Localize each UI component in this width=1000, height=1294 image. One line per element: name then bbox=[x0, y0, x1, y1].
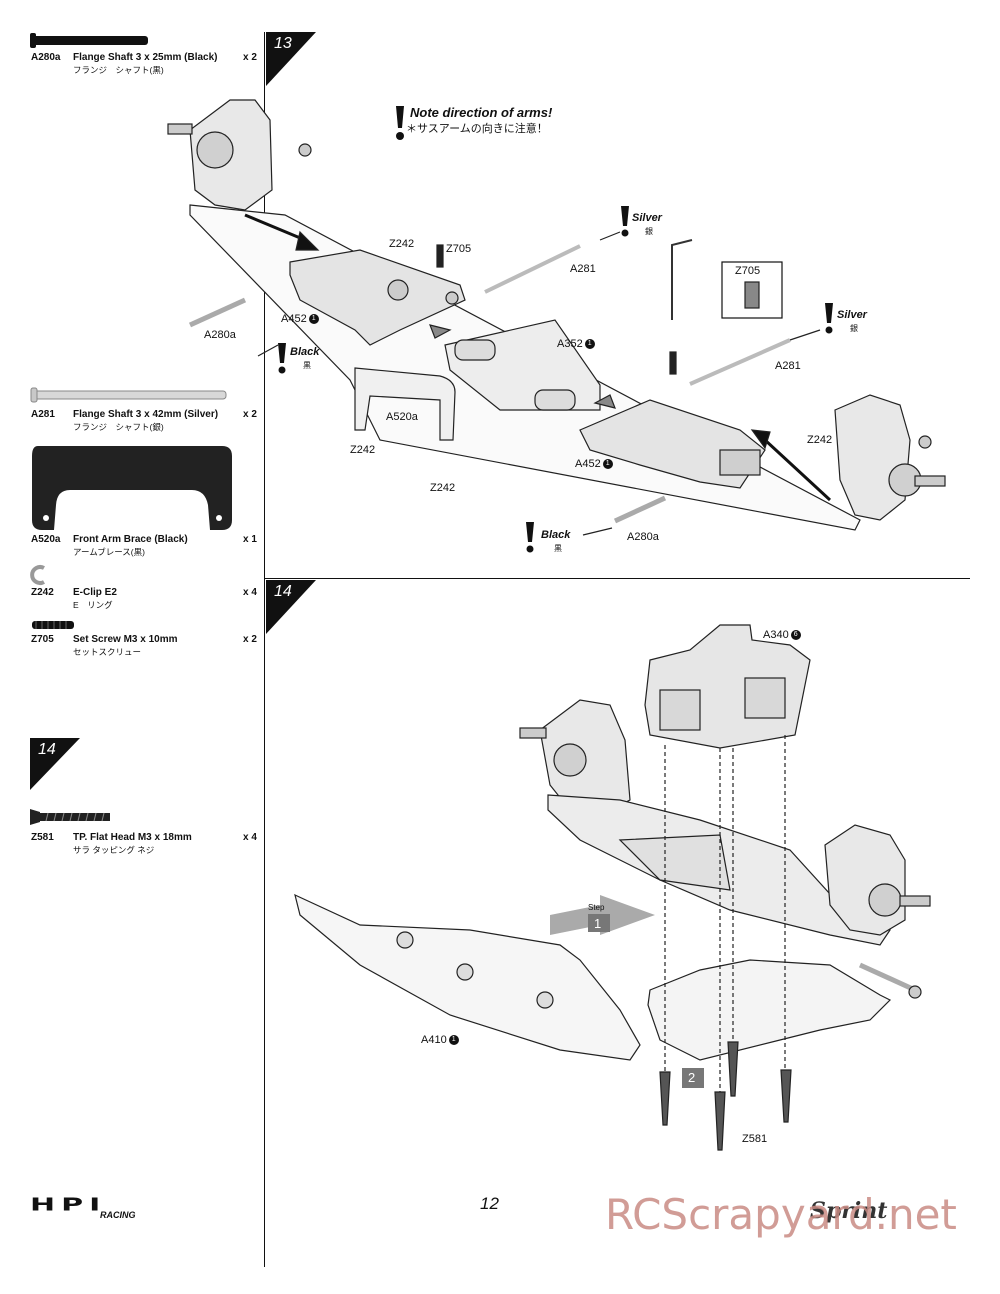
step-word-label: Step bbox=[588, 903, 605, 912]
callout-z242: Z242 bbox=[430, 482, 456, 494]
step2-label: 2 bbox=[688, 1070, 696, 1085]
callout-z242: Z242 bbox=[389, 238, 415, 250]
sprint-logo: Sprint bbox=[810, 1198, 888, 1224]
note-jp-text: ＊サスアームの向きに注意！ bbox=[406, 123, 548, 135]
step14-parts-number: 14 bbox=[38, 741, 56, 758]
hpi-logo: HPI RACING bbox=[30, 1194, 136, 1220]
column-divider bbox=[264, 32, 265, 1267]
part-code: Z705 bbox=[31, 634, 54, 645]
part-qty: x 4 bbox=[243, 832, 257, 843]
part-jp: フランジ シャフト(銀) bbox=[73, 422, 164, 432]
part-jp: E リング bbox=[73, 600, 113, 610]
step14-number: 14 bbox=[274, 583, 292, 600]
callout-a280a: A280a bbox=[627, 531, 659, 543]
callout-a280a: A280a bbox=[204, 329, 236, 341]
part-code: A280a bbox=[31, 52, 61, 63]
part-qty: x 2 bbox=[243, 634, 257, 645]
step-divider bbox=[265, 578, 970, 579]
callout-a281: A281 bbox=[570, 263, 596, 275]
part-name: Set Screw M3 x 10mm bbox=[73, 634, 178, 645]
part-code: A520a bbox=[31, 534, 61, 545]
callout-z242: Z242 bbox=[350, 444, 376, 456]
silver-jp-label: 銀 bbox=[850, 324, 858, 333]
part-name: Flange Shaft 3 x 25mm (Black) bbox=[73, 52, 218, 63]
part-name: Flange Shaft 3 x 42mm (Silver) bbox=[73, 409, 219, 420]
silver-label: Silver bbox=[837, 309, 867, 321]
black-jp-label: 黒 bbox=[554, 544, 562, 553]
part-name: TP. Flat Head M3 x 18mm bbox=[73, 832, 192, 843]
callout-a281: A281 bbox=[775, 360, 801, 372]
part-qty: x 2 bbox=[243, 409, 257, 420]
part-name: E-Clip E2 bbox=[73, 587, 117, 598]
silver-label: Silver bbox=[632, 212, 662, 224]
part-jp: サラ タッピング ネジ bbox=[73, 845, 155, 855]
inset-z705: Z705 bbox=[735, 265, 761, 277]
part-name: Front Arm Brace (Black) bbox=[73, 534, 188, 545]
watermark: RCScrapyard.net bbox=[605, 1190, 957, 1239]
note-text: Note direction of arms! bbox=[410, 105, 553, 120]
part-jp: セットスクリュー bbox=[73, 647, 142, 657]
part-qty: x 2 bbox=[243, 52, 257, 63]
callout-z705: Z705 bbox=[446, 243, 472, 255]
black-label: Black bbox=[541, 529, 571, 541]
callout-z581: Z581 bbox=[742, 1133, 768, 1145]
part-qty: x 4 bbox=[243, 587, 257, 598]
black-jp-label: 黒 bbox=[303, 361, 311, 370]
part-jp: フランジ シャフト(黒) bbox=[73, 65, 164, 75]
black-label: Black bbox=[290, 346, 320, 358]
part-jp: アームブレース(黒) bbox=[73, 547, 145, 557]
page-number: 12 bbox=[480, 1194, 499, 1213]
step1-label: 1 bbox=[594, 916, 602, 931]
step13-number: 13 bbox=[274, 35, 292, 52]
part-code: Z242 bbox=[31, 587, 54, 598]
callout-a520a: A520a bbox=[386, 411, 418, 423]
part-code: Z581 bbox=[31, 832, 54, 843]
silver-jp-label: 銀 bbox=[645, 227, 653, 236]
part-qty: x 1 bbox=[243, 534, 257, 545]
callout-z242: Z242 bbox=[807, 434, 833, 446]
part-code: A281 bbox=[31, 409, 55, 420]
